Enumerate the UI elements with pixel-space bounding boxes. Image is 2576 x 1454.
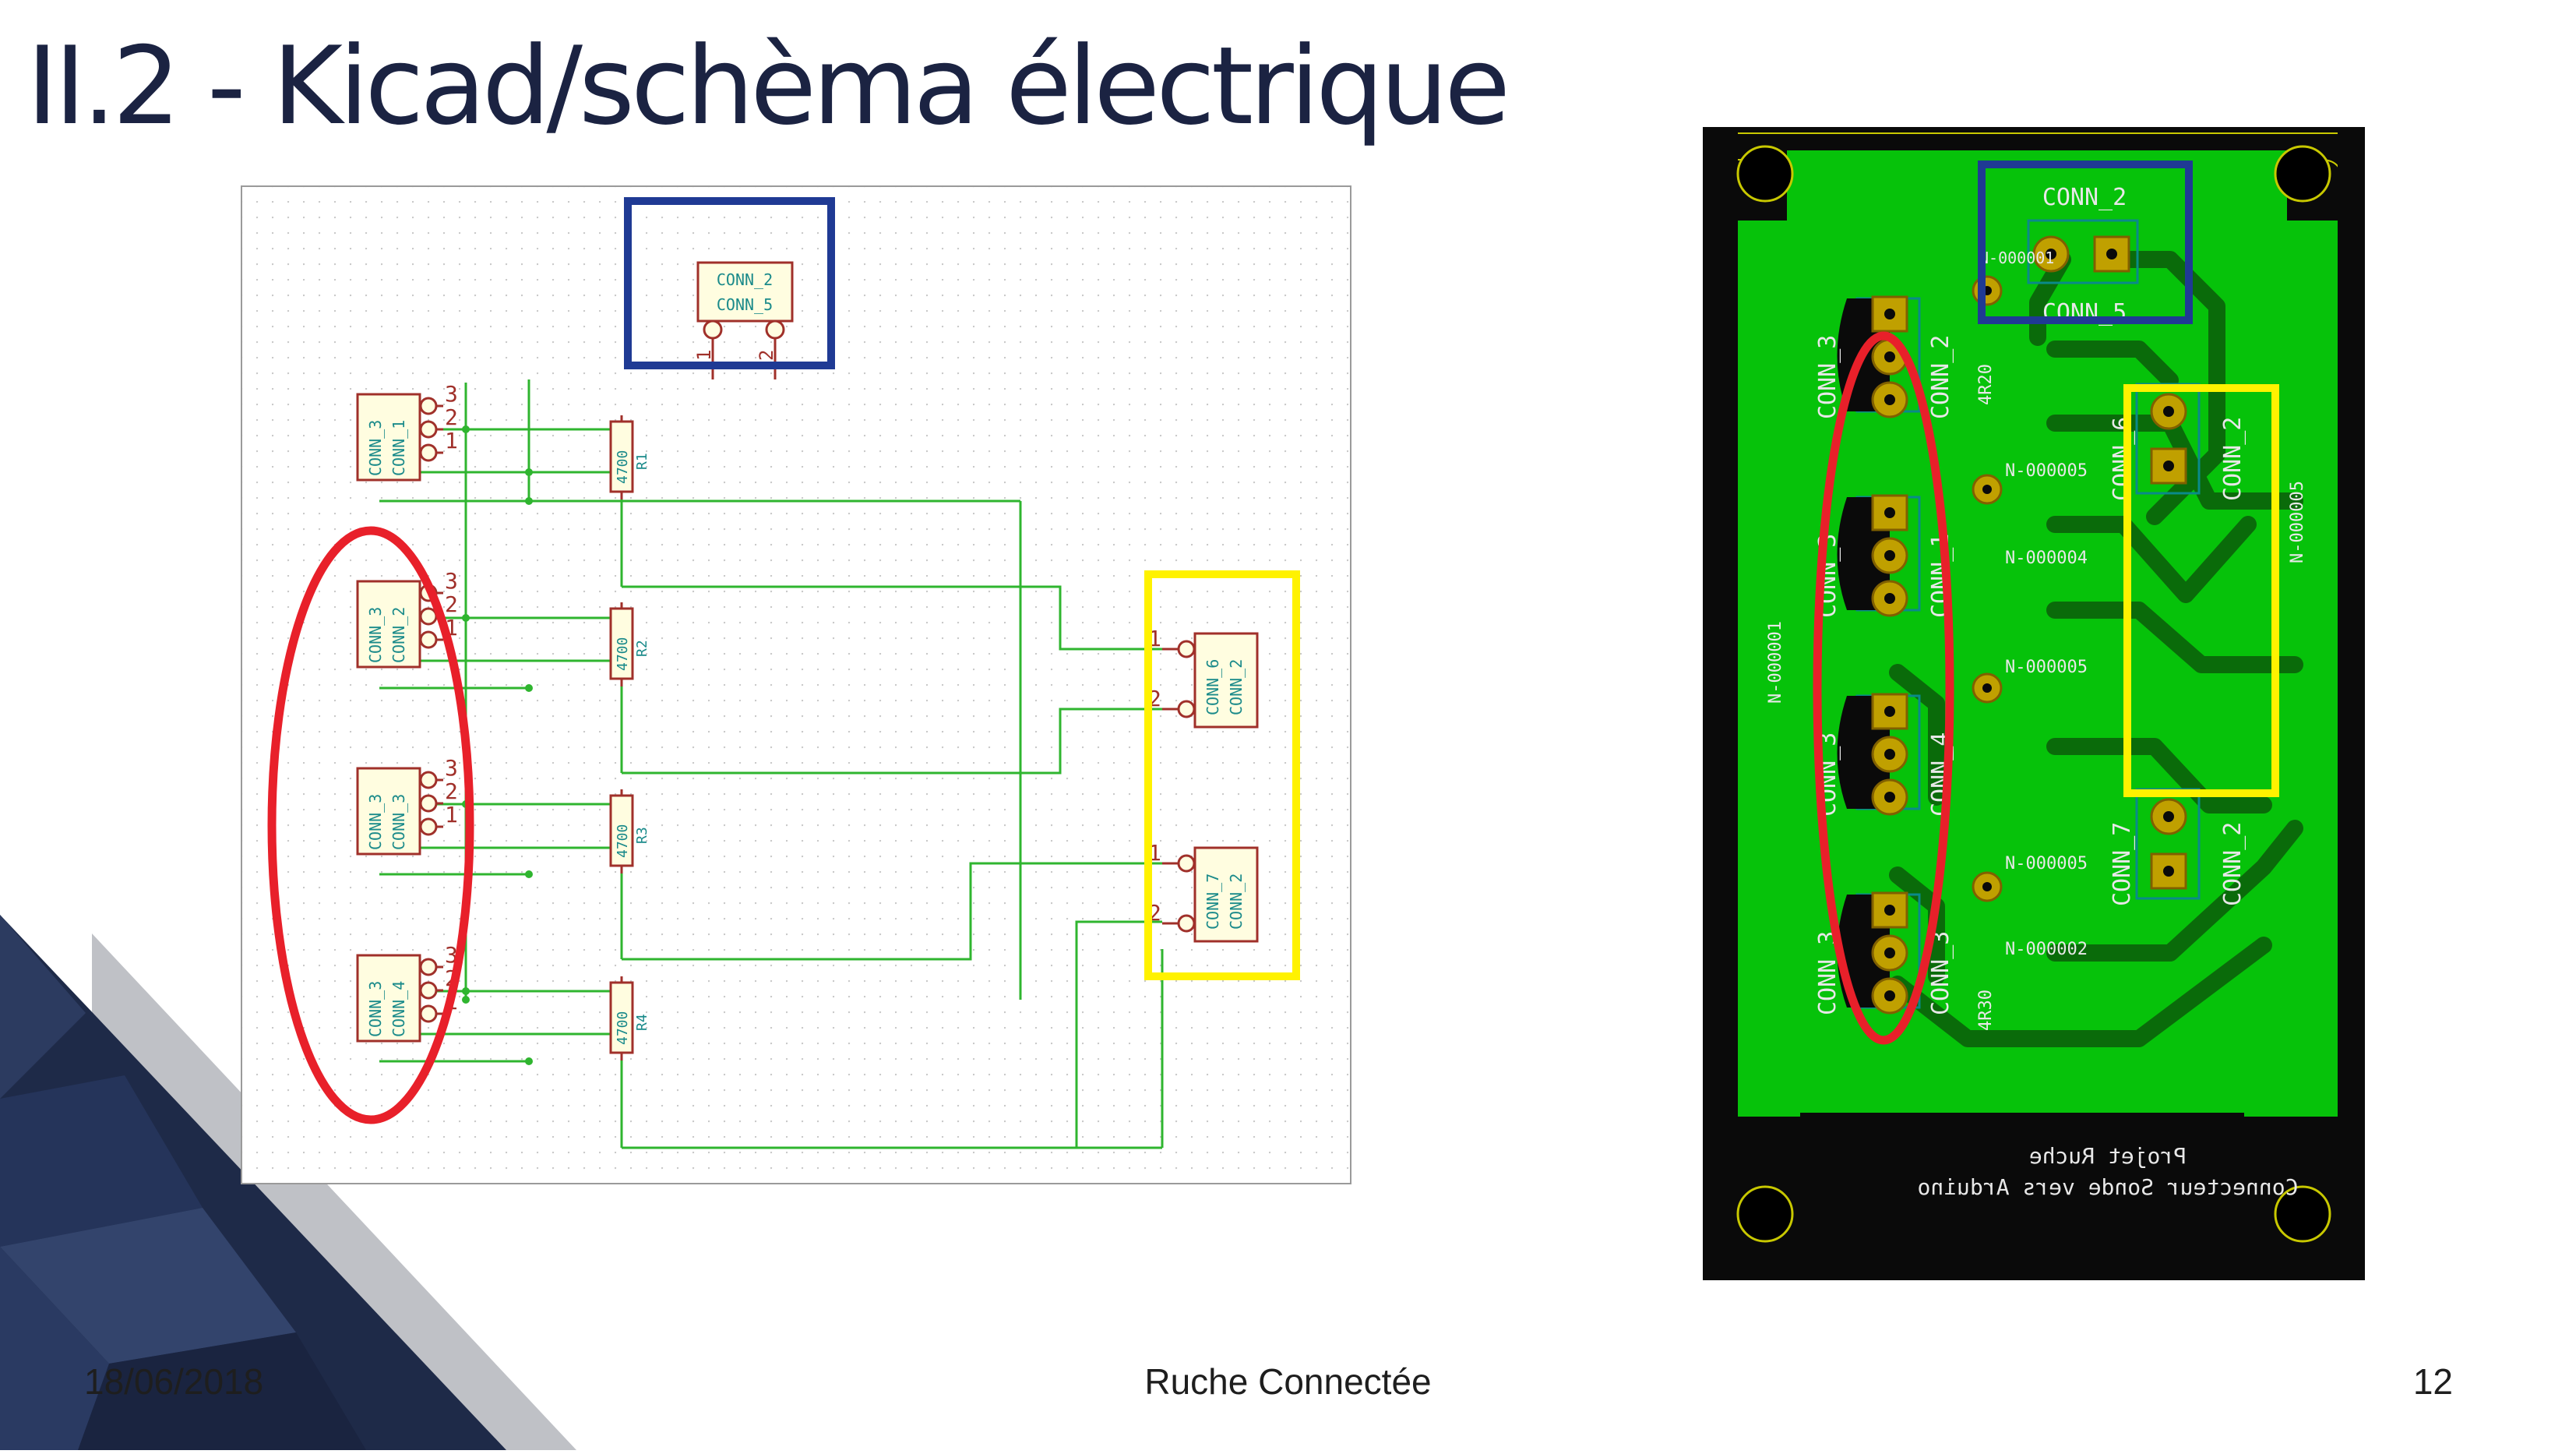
pcb-right-connector-label-a: CONN_7 [2109, 822, 2136, 906]
pcb-net-label: N-000001 [1766, 621, 1785, 704]
schematic-sensor-connector-ref2: CONN_3 [389, 794, 408, 850]
schematic-red-highlight [267, 526, 474, 1124]
schematic-sensor-connector-ref1: CONN_3 [366, 794, 385, 850]
schematic-output-connector-ref1: CONN_6 [1203, 659, 1222, 715]
pcb-right-connector-label-b: CONN_2 [2219, 822, 2247, 906]
schematic-resistor-ref: R2 [634, 640, 650, 657]
pcb-net-label: N-000005 [2005, 658, 2088, 677]
schematic-top-connector-ref1: CONN_2 [717, 270, 773, 289]
pcb-yellow-highlight [2123, 384, 2279, 797]
schematic-top-connector-ref2: CONN_5 [717, 295, 773, 314]
pcb-resistor-label-1: 4R20 [1976, 364, 1996, 405]
pcb-net-label: N-000005 [2005, 461, 2088, 481]
schematic-sensor-pin-number: 3 [445, 755, 458, 781]
pcb-blue-highlight [1978, 161, 2193, 324]
schematic-top-connector-pin2: 2 [756, 350, 777, 361]
pcb-left-connector-label-b: CONN_2 [1927, 335, 1954, 419]
schematic-sensor-pin-number: 3 [445, 568, 458, 594]
page-number: 12 [2412, 1361, 2453, 1402]
pcb-net-label: N-000005 [2288, 481, 2307, 563]
pcb-silkscreen-line2: Connecteur Sonde vers Arduino [1918, 1174, 2299, 1200]
pcb-net-label: N-000004 [2005, 549, 2088, 568]
schematic-sensor-pin-number: 2 [445, 778, 458, 804]
pcb-top-conn-label-top: CONN_2 [2042, 184, 2127, 211]
schematic-sensor-connector-ref1: CONN_3 [366, 607, 385, 663]
schematic-sensor-connector-ref2: CONN_1 [389, 420, 408, 476]
schematic-yellow-highlight [1144, 570, 1300, 980]
schematic-sensor-pin-number: 1 [445, 428, 458, 453]
schematic-sensor-connector-ref2: CONN_4 [389, 981, 408, 1037]
pcb-right-connector-label-a: CONN_6 [2109, 417, 2136, 501]
pcb-red-highlight [1813, 331, 1954, 1045]
schematic-resistor-value: 4700 [615, 450, 631, 484]
schematic-output-connector-ref2: CONN_2 [1227, 873, 1246, 930]
schematic-resistor-value: 4700 [615, 1011, 631, 1045]
schematic-resistor-ref: R4 [634, 1014, 650, 1031]
schematic-top-connector-pin1: 1 [693, 350, 715, 361]
schematic-resistor-value: 4700 [615, 824, 631, 858]
pcb-resistor-label-2: 4R30 [1976, 990, 1996, 1031]
schematic-sensor-pin-number: 2 [445, 404, 458, 430]
footer-title: Ruche Connectée [1144, 1361, 1432, 1402]
pcb-net-label: N-000002 [2005, 940, 2088, 959]
pcb-right-connector: CONN_7 CONN_2 [2109, 788, 2247, 906]
pcb-top-conn-net: N-000001 [1979, 249, 2054, 267]
schematic-output-connector-ref2: CONN_2 [1227, 659, 1246, 715]
schematic-sensor-pin-number: 2 [445, 591, 458, 617]
pcb-right-connector: CONN_6 CONN_2 [2109, 383, 2247, 501]
schematic-sensor-connector-ref1: CONN_3 [366, 420, 385, 476]
schematic-output-connector-ref1: CONN_7 [1203, 873, 1222, 930]
schematic-sensor-pin-number: 3 [445, 381, 458, 407]
schematic-top-connector: CONN_2 CONN_5 1 2 [693, 261, 794, 379]
schematic-resistor-value: 4700 [615, 637, 631, 671]
pcb-right-connector-label-b: CONN_2 [2219, 417, 2247, 501]
schematic-resistor-ref: R1 [634, 453, 650, 470]
footer-date: 18/06/2018 [84, 1361, 264, 1402]
schematic-sensor-connector-ref1: CONN_3 [366, 981, 385, 1037]
schematic-resistor-ref: R3 [634, 827, 650, 844]
pcb-silkscreen-line1: Projet Ruche [2029, 1143, 2187, 1169]
pcb-net-label: N-000005 [2005, 854, 2088, 873]
schematic-blue-highlight [624, 197, 835, 369]
pcb-left-connector-label-a: CONN_3 [1814, 335, 1841, 419]
schematic-sensor-connector-ref2: CONN_2 [389, 607, 408, 663]
slide-title: II.2 - Kicad/schèma électrique [26, 23, 1510, 149]
schematic-sensor-pin-number: 1 [445, 802, 458, 828]
